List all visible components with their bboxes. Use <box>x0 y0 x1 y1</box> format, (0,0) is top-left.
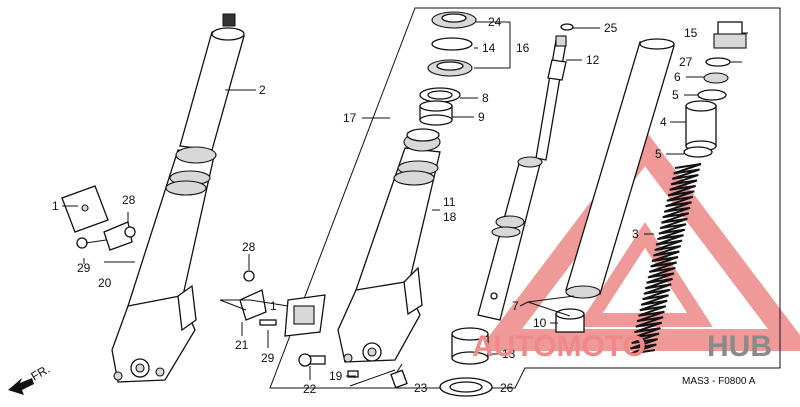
watermark-text-part2: HUB <box>707 330 772 363</box>
arrow-icon <box>8 378 34 395</box>
o-ring-27 <box>705 57 731 67</box>
bracket-21 <box>239 289 267 321</box>
right-fork-tube <box>555 38 675 333</box>
watermark-triangle <box>477 129 800 351</box>
callout-2: 2 <box>259 83 266 97</box>
callout-27: 27 <box>679 55 693 69</box>
callout-16: 16 <box>516 41 530 55</box>
callout-19: 19 <box>329 369 343 383</box>
callout-24: 24 <box>488 15 502 29</box>
callout-14: 14 <box>482 41 496 55</box>
spring-parts <box>683 21 747 158</box>
damper-rod <box>477 23 574 321</box>
leader-lines <box>62 21 748 389</box>
watermark-logo <box>477 129 800 351</box>
callout-26: 26 <box>500 381 514 395</box>
callout-6: 6 <box>674 70 681 84</box>
callout-11: 11 <box>443 195 456 209</box>
left-fork-assembly <box>111 13 245 383</box>
callout-labels: 2 1 28 29 20 28 1 21 29 22 19 23 17 24 1… <box>52 15 698 396</box>
fork-spring-3 <box>628 163 702 355</box>
rod-12 <box>535 39 567 161</box>
seal-stack <box>419 11 477 126</box>
callout-29-mid: 29 <box>261 351 275 365</box>
middle-fork-assembly <box>337 128 441 363</box>
callout-28-left: 28 <box>122 193 136 207</box>
lower-parts <box>439 327 493 397</box>
callout-5-upper: 5 <box>672 88 679 102</box>
subassembly-frame <box>269 7 781 389</box>
callout-22: 22 <box>303 382 317 396</box>
callout-17: 17 <box>343 111 357 125</box>
seat-6 <box>703 72 729 84</box>
callout-21: 21 <box>235 338 249 352</box>
watermark-text: AUTOMOTO HUB <box>472 330 772 363</box>
callout-7: 7 <box>512 299 519 313</box>
callout-28-mid: 28 <box>242 240 256 254</box>
callout-25: 25 <box>604 21 618 35</box>
washer-5a <box>697 89 727 101</box>
inner-tube <box>179 31 245 151</box>
callout-20: 20 <box>98 276 112 290</box>
bolt-29-left <box>76 237 88 249</box>
drain-washer-19 <box>347 370 359 378</box>
callout-5-lower: 5 <box>655 147 662 161</box>
callout-23: 23 <box>414 381 428 395</box>
spacer-4 <box>685 105 717 147</box>
spring-coil <box>628 163 702 355</box>
callout-9: 9 <box>478 110 485 124</box>
bolt-23 <box>390 369 408 389</box>
callout-1-mid: 1 <box>270 299 277 313</box>
callout-4: 4 <box>660 115 667 129</box>
middle-small-parts <box>239 270 408 389</box>
callout-13: 13 <box>502 347 516 361</box>
callout-18: 18 <box>443 210 457 224</box>
diagram-code: MAS3 - F0800 A <box>682 376 756 387</box>
nut-28 <box>243 270 255 282</box>
front-direction-arrow: FR. <box>8 362 52 395</box>
callout-10: 10 <box>533 316 547 330</box>
stopper-ring-14 <box>431 37 473 51</box>
callout-8: 8 <box>482 91 489 105</box>
callout-1-left: 1 <box>52 199 59 213</box>
left-brake-hose-clip <box>61 185 136 251</box>
watermark-text-part1: AUTOMOTO <box>472 330 646 363</box>
circlip-25 <box>560 23 574 31</box>
washer-5b <box>683 146 713 158</box>
bolt-29-middle <box>259 319 277 326</box>
callout-3: 3 <box>632 227 639 241</box>
callout-29-left: 29 <box>77 261 91 275</box>
callout-15: 15 <box>684 26 698 40</box>
callout-12: 12 <box>586 53 600 67</box>
